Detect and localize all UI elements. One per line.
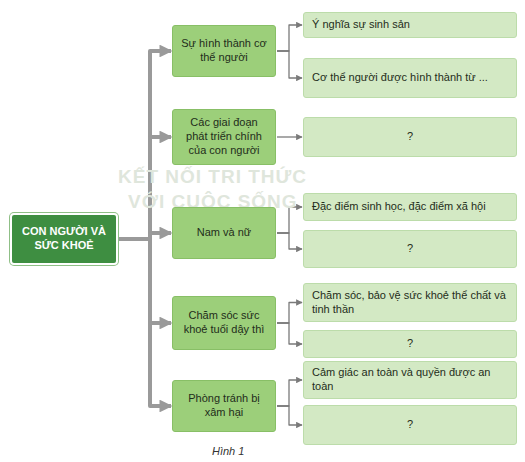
detail-box: ? <box>303 230 517 268</box>
connector-arrow <box>277 323 302 344</box>
root-topic-box: CON NGƯỜI VÀ SỨC KHOẺ <box>10 213 118 265</box>
branch-topic-box: Nam và nữ <box>172 207 276 259</box>
node-label: Phòng tránh bị xâm hại <box>179 392 269 420</box>
node-label: Nam và nữ <box>179 226 269 240</box>
watermark-text: KẾT NỐI TRI THỨC <box>118 166 307 188</box>
node-label: Cơ thể người được hình thành từ ... <box>312 71 508 85</box>
node-label: Ý nghĩa sự sinh sản <box>312 18 508 32</box>
node-label: ? <box>312 242 508 256</box>
connector-arrow <box>277 406 302 425</box>
node-label: CON NGƯỜI VÀ SỨC KHOẺ <box>18 225 110 253</box>
node-label: ? <box>312 418 508 432</box>
detail-box: Cơ thể người được hình thành từ ... <box>303 58 517 98</box>
node-label: Đặc điểm sinh học, đặc điểm xã hội <box>312 200 508 214</box>
connector-arrow <box>277 233 302 249</box>
detail-box: Chăm sóc, bảo vệ sức khoẻ thể chất và ti… <box>303 283 517 322</box>
connector-arrow <box>277 136 302 137</box>
connector-arrow <box>277 380 302 406</box>
detail-box: ? <box>303 405 517 445</box>
branch-topic-box: Các giai đoạn phát triển chính của con n… <box>172 109 276 165</box>
branch-topic-box: Phòng tránh bị xâm hại <box>172 380 276 432</box>
node-label: Các giai đoạn phát triển chính của con n… <box>179 116 269 157</box>
connector-arrow <box>277 303 302 324</box>
node-label: ? <box>312 130 508 144</box>
node-label: Cảm giác an toàn và quyền được an toàn <box>312 366 508 394</box>
connector-arrow <box>119 239 171 323</box>
detail-box: Cảm giác an toàn và quyền được an toàn <box>303 361 517 399</box>
detail-box: ? <box>303 330 517 358</box>
branch-topic-box: Chăm sóc sức khoẻ tuổi dậy thì <box>172 296 276 350</box>
connector-arrow <box>277 51 302 78</box>
connector-arrow <box>119 137 171 239</box>
branch-topic-box: Sự hình thành cơ thể người <box>172 25 276 77</box>
detail-box: ? <box>303 117 517 157</box>
node-label: Chăm sóc sức khoẻ tuổi dậy thì <box>179 309 269 337</box>
connector-arrow <box>119 239 171 406</box>
detail-box: Đặc điểm sinh học, đặc điểm xã hội <box>303 193 517 221</box>
detail-box: Ý nghĩa sự sinh sản <box>303 12 517 38</box>
node-label: Chăm sóc, bảo vệ sức khoẻ thể chất và ti… <box>312 289 508 317</box>
node-label: Sự hình thành cơ thể người <box>179 37 269 65</box>
node-label: ? <box>312 337 508 351</box>
connector-arrow <box>277 25 302 51</box>
figure-caption: Hình 1 <box>212 445 244 457</box>
